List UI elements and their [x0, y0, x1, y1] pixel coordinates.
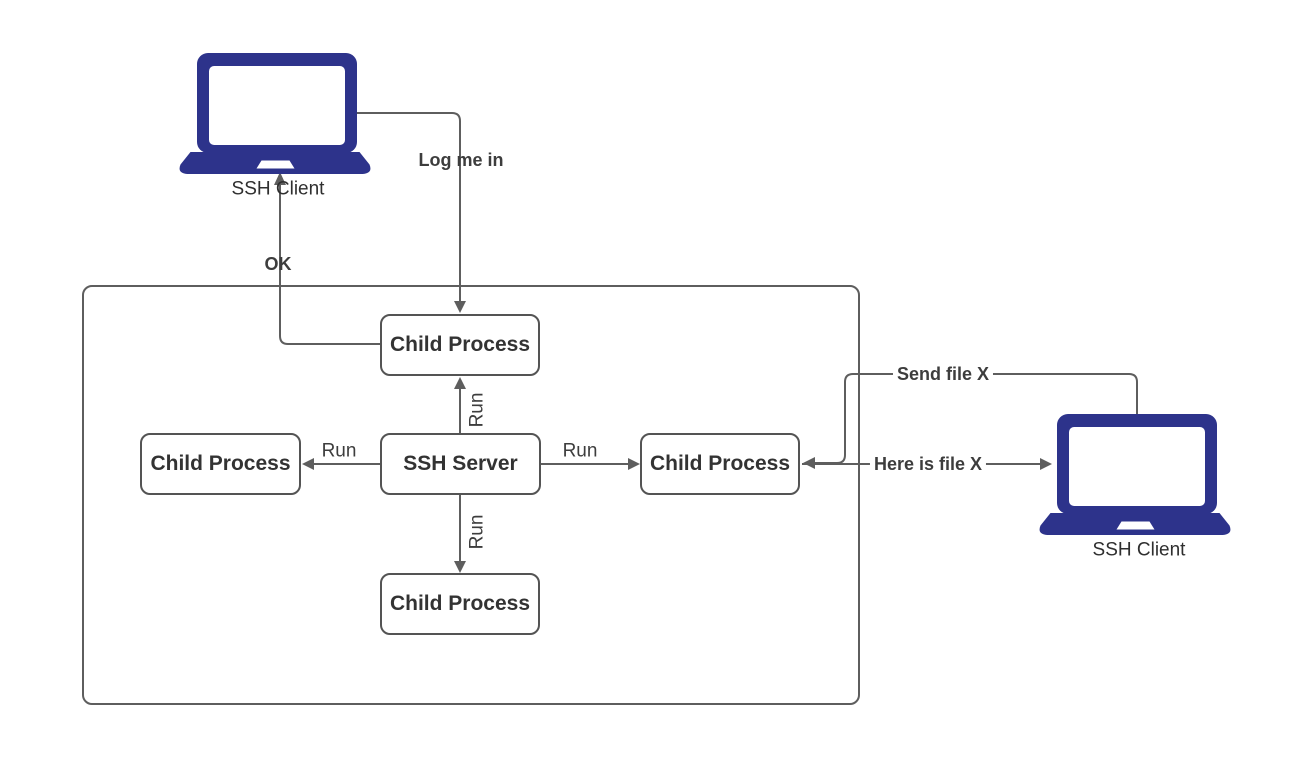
edge-label-send-file: Send file X: [892, 365, 994, 383]
edge-label-run-left: Run: [321, 440, 357, 462]
edge-send-file: [815, 373, 1138, 464]
node-label: Child Process: [649, 452, 791, 475]
node-label: Child Process: [150, 452, 291, 475]
node-label: Child Process: [389, 592, 531, 615]
arrowhead-log-me-in: [454, 301, 466, 313]
arrowhead-run-right: [628, 458, 640, 470]
arrowhead-here-is-file: [1040, 458, 1052, 470]
arrowhead-run-down: [454, 561, 466, 573]
node-label: Child Process: [389, 333, 531, 356]
edge-label-run-down: Run: [466, 514, 488, 550]
edge-log-me-in: [357, 112, 461, 302]
node-child-process-left: Child Process: [140, 433, 301, 495]
edge-label-here-is-file: Here is file X: [869, 455, 987, 473]
caption-ssh-client-left: SSH Client: [231, 178, 325, 200]
edge-label-run-right: Run: [562, 440, 598, 462]
node-label: SSH Server: [403, 452, 518, 475]
arrowhead-run-up: [454, 377, 466, 389]
node-child-process-top: Child Process: [380, 314, 540, 376]
laptop-icon-right: [1039, 414, 1231, 535]
edge-label-run-up: Run: [466, 392, 488, 428]
node-child-process-bottom: Child Process: [380, 573, 540, 635]
node-ssh-server: SSH Server: [380, 433, 541, 495]
arrowhead-run-left: [302, 458, 314, 470]
caption-ssh-client-right: SSH Client: [1092, 539, 1186, 561]
edge-ok: [279, 184, 380, 345]
laptop-icon-left: [179, 53, 371, 174]
edge-label-log-me-in: Log me in: [418, 150, 504, 170]
edge-label-ok: OK: [264, 254, 292, 274]
arrowhead-ok: [274, 172, 286, 185]
server-boundary-box: [82, 285, 860, 705]
node-child-process-right: Child Process: [640, 433, 800, 495]
